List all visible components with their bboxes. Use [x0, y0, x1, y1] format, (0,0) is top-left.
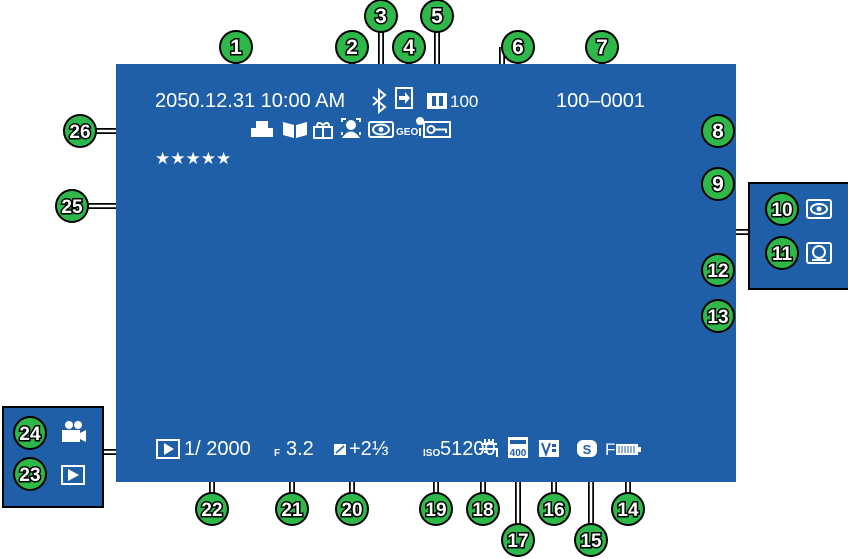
geo-pin-icon [416, 117, 425, 136]
callout-number: 23 [19, 465, 40, 486]
callout-number: 13 [707, 307, 728, 328]
callout-number: 15 [580, 531, 602, 552]
shutter-speed: 1/ 2000 [184, 438, 251, 460]
callout-box-right [748, 182, 848, 290]
callout-number: 25 [61, 197, 83, 218]
movie-legend-icon [62, 421, 86, 442]
red-eye-removal-icon [368, 121, 394, 138]
callout-2: 2 [335, 30, 369, 64]
callout-number: 22 [201, 500, 222, 521]
gift-image-icon [313, 121, 333, 139]
callout-number: 21 [281, 500, 303, 521]
callout-20: 20 [335, 492, 369, 526]
rating-stars: ★★★★★ [155, 149, 232, 168]
callout-10: 10 [765, 192, 799, 226]
callout-8: 8 [701, 114, 735, 148]
callout-18: 18 [466, 492, 500, 526]
callout-5: 5 [420, 0, 454, 33]
callout-number: 3 [375, 5, 387, 28]
callout-number: 10 [771, 200, 792, 221]
callout-24: 24 [13, 416, 47, 450]
callout-6: 6 [501, 30, 535, 64]
print-icon [251, 121, 273, 137]
callout-number: 24 [19, 424, 41, 445]
playback-legend-icon [61, 465, 85, 485]
print-count: 100 [450, 92, 479, 111]
callout-number: 19 [425, 500, 446, 521]
frame-number: 100–0001 [556, 90, 645, 112]
callout-22: 22 [195, 492, 229, 526]
callout-17: 17 [501, 523, 535, 557]
callout-number: 17 [507, 531, 528, 552]
transfer-image-icon [395, 87, 413, 109]
callout-1: 1 [219, 30, 253, 64]
callout-4: 4 [392, 30, 426, 64]
callout-number: 1 [230, 36, 242, 59]
callout-number: 26 [69, 122, 90, 143]
callout-11: 11 [765, 236, 799, 270]
callout-9: 9 [701, 167, 735, 201]
lcd-screen [116, 64, 736, 482]
callout-25: 25 [55, 189, 89, 223]
callout-number: 9 [712, 173, 724, 196]
callout-26: 26 [63, 114, 97, 148]
dynamic-range-icon [539, 440, 559, 457]
callout-12: 12 [701, 253, 735, 287]
bluetooth-icon [372, 87, 387, 115]
callout-number: 16 [543, 500, 564, 521]
callout-number: 14 [617, 500, 639, 521]
callout-23: 23 [13, 457, 47, 491]
callout-number: 5 [431, 5, 443, 28]
callout-13: 13 [701, 299, 735, 333]
callout-number: 4 [403, 36, 415, 59]
exposure-compensation-icon [334, 444, 346, 455]
flash-label: F [605, 440, 616, 459]
callout-number: 2 [346, 36, 358, 59]
white-balance-icon [479, 439, 498, 457]
callout-number: 6 [512, 36, 524, 59]
iso-prefix: ISO [423, 448, 441, 459]
callout-21: 21 [275, 492, 309, 526]
svg-text:400: 400 [510, 448, 527, 459]
callout-number: 12 [707, 261, 728, 282]
exposure-compensation: +2⅓ [349, 438, 389, 460]
callout-16: 16 [537, 492, 571, 526]
callout-number: 7 [596, 36, 608, 59]
film-simulation-icon: S [577, 440, 597, 457]
callout-number: 11 [772, 244, 793, 265]
callout-number: 18 [472, 500, 493, 521]
aperture: 3.2 [286, 438, 314, 460]
callout-number: 8 [712, 120, 724, 143]
svg-text:S: S [583, 442, 592, 457]
playback-screen-icon [156, 439, 180, 459]
iso-icon: 400 [508, 437, 528, 459]
callout-3: 3 [364, 0, 398, 33]
face-detection-icon [341, 118, 361, 138]
protected-image-icon [423, 121, 451, 138]
date-time: 2050.12.31 10:00 AM [155, 90, 346, 112]
battery-icon [616, 444, 641, 455]
callout-15: 15 [574, 523, 608, 557]
location-data-icon: GEO [396, 127, 418, 138]
dpof-print-order-icon [427, 93, 447, 109]
photobook-assist-icon [283, 122, 307, 138]
callout-14: 14 [611, 492, 645, 526]
callout-7: 7 [585, 30, 619, 64]
red-eye-legend-icon [806, 199, 832, 219]
callout-number: 20 [341, 500, 362, 521]
aperture-prefix: F [274, 448, 281, 459]
callout-19: 19 [419, 492, 453, 526]
ai-enhancement-legend-icon [806, 242, 832, 264]
